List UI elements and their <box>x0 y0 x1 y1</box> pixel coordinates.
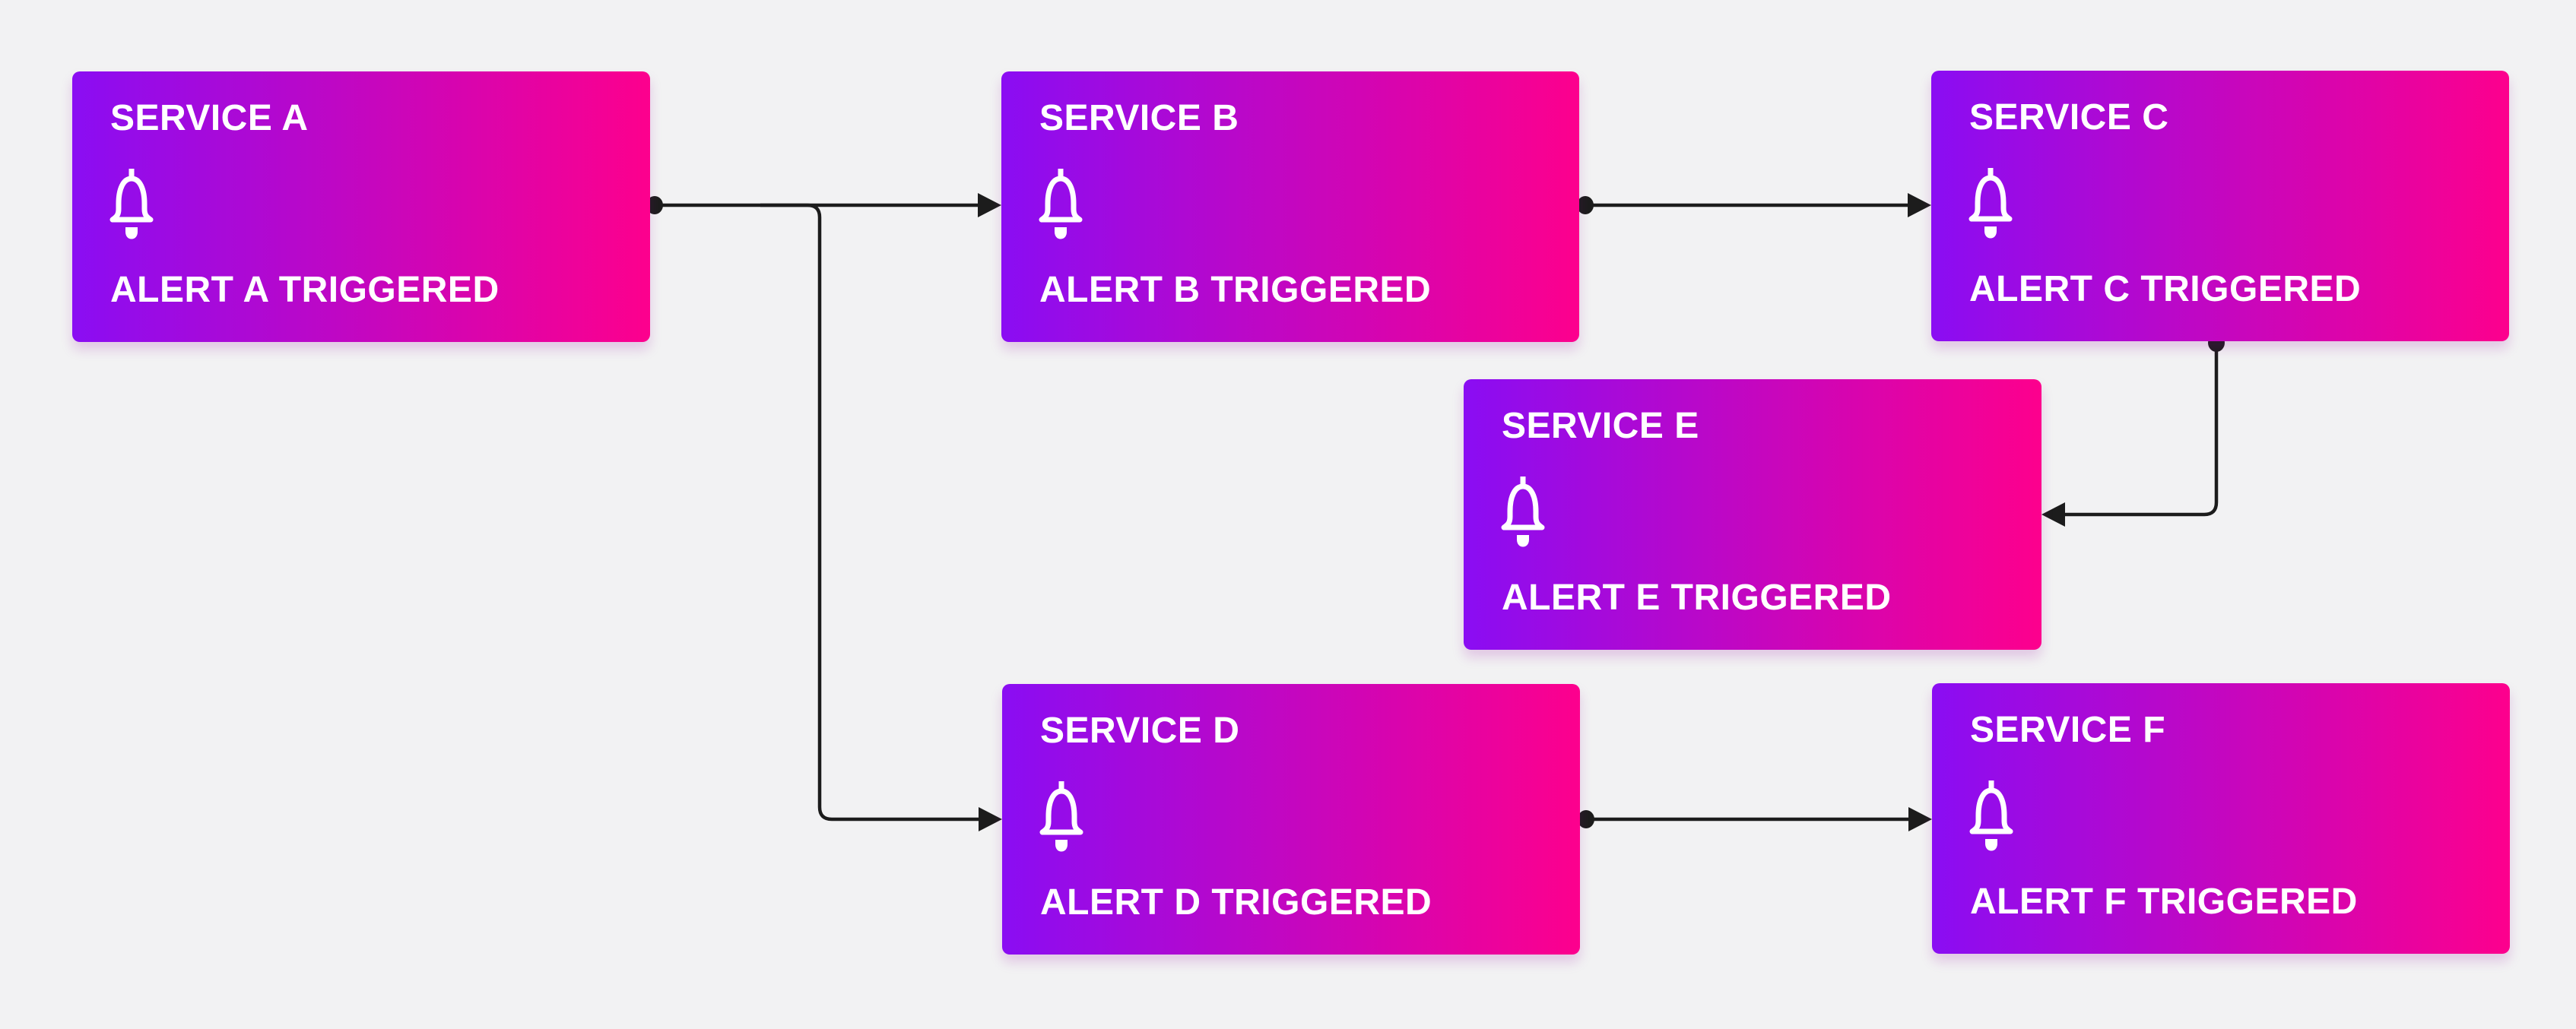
service-node-b[interactable]: SERVICE B ALERT B TRIGGERED <box>1001 71 1579 342</box>
alert-status-text: ALERT D TRIGGERED <box>1040 882 1432 923</box>
arrowhead-icon <box>2041 502 2065 527</box>
service-node-d[interactable]: SERVICE D ALERT D TRIGGERED <box>1002 684 1580 955</box>
service-title: SERVICE D <box>1040 711 1240 751</box>
arrowhead-icon <box>979 807 1002 831</box>
bell-icon <box>1039 781 1083 852</box>
service-node-e[interactable]: SERVICE E ALERT E TRIGGERED <box>1464 379 2041 650</box>
service-node-a[interactable]: SERVICE A ALERT A TRIGGERED <box>72 71 650 342</box>
bell-icon <box>109 169 154 239</box>
bell-icon <box>1039 169 1083 239</box>
service-node-f[interactable]: SERVICE F ALERT F TRIGGERED <box>1932 683 2510 954</box>
edge-service-d-to-service-f <box>1578 807 1932 831</box>
bell-icon <box>1969 780 2013 851</box>
edge-service-b-to-service-c <box>1577 193 1931 217</box>
service-title: SERVICE B <box>1039 98 1239 138</box>
bell-icon <box>1968 168 2013 239</box>
alert-status-text: ALERT B TRIGGERED <box>1039 270 1432 310</box>
service-title: SERVICE F <box>1970 710 2166 750</box>
edge-service-a-to-service-d <box>760 203 1002 831</box>
edge-service-c-to-service-e <box>2041 334 2225 527</box>
service-title: SERVICE A <box>110 98 309 138</box>
arrowhead-icon <box>978 193 1001 217</box>
edge-source-dot <box>1577 196 1594 214</box>
service-title: SERVICE C <box>1969 97 2169 138</box>
bell-icon <box>1501 477 1545 547</box>
alert-status-text: ALERT C TRIGGERED <box>1969 269 2362 309</box>
alert-status-text: ALERT A TRIGGERED <box>110 270 500 310</box>
service-node-c[interactable]: SERVICE C ALERT C TRIGGERED <box>1931 71 2509 341</box>
arrowhead-icon <box>1908 193 1931 217</box>
alert-status-text: ALERT F TRIGGERED <box>1970 882 2358 922</box>
arrowhead-icon <box>1908 807 1932 831</box>
edge-source-dot <box>1578 810 1594 828</box>
alert-status-text: ALERT E TRIGGERED <box>1502 578 1892 618</box>
service-title: SERVICE E <box>1502 406 1699 446</box>
edge-service-a-to-service-b <box>646 193 1001 217</box>
